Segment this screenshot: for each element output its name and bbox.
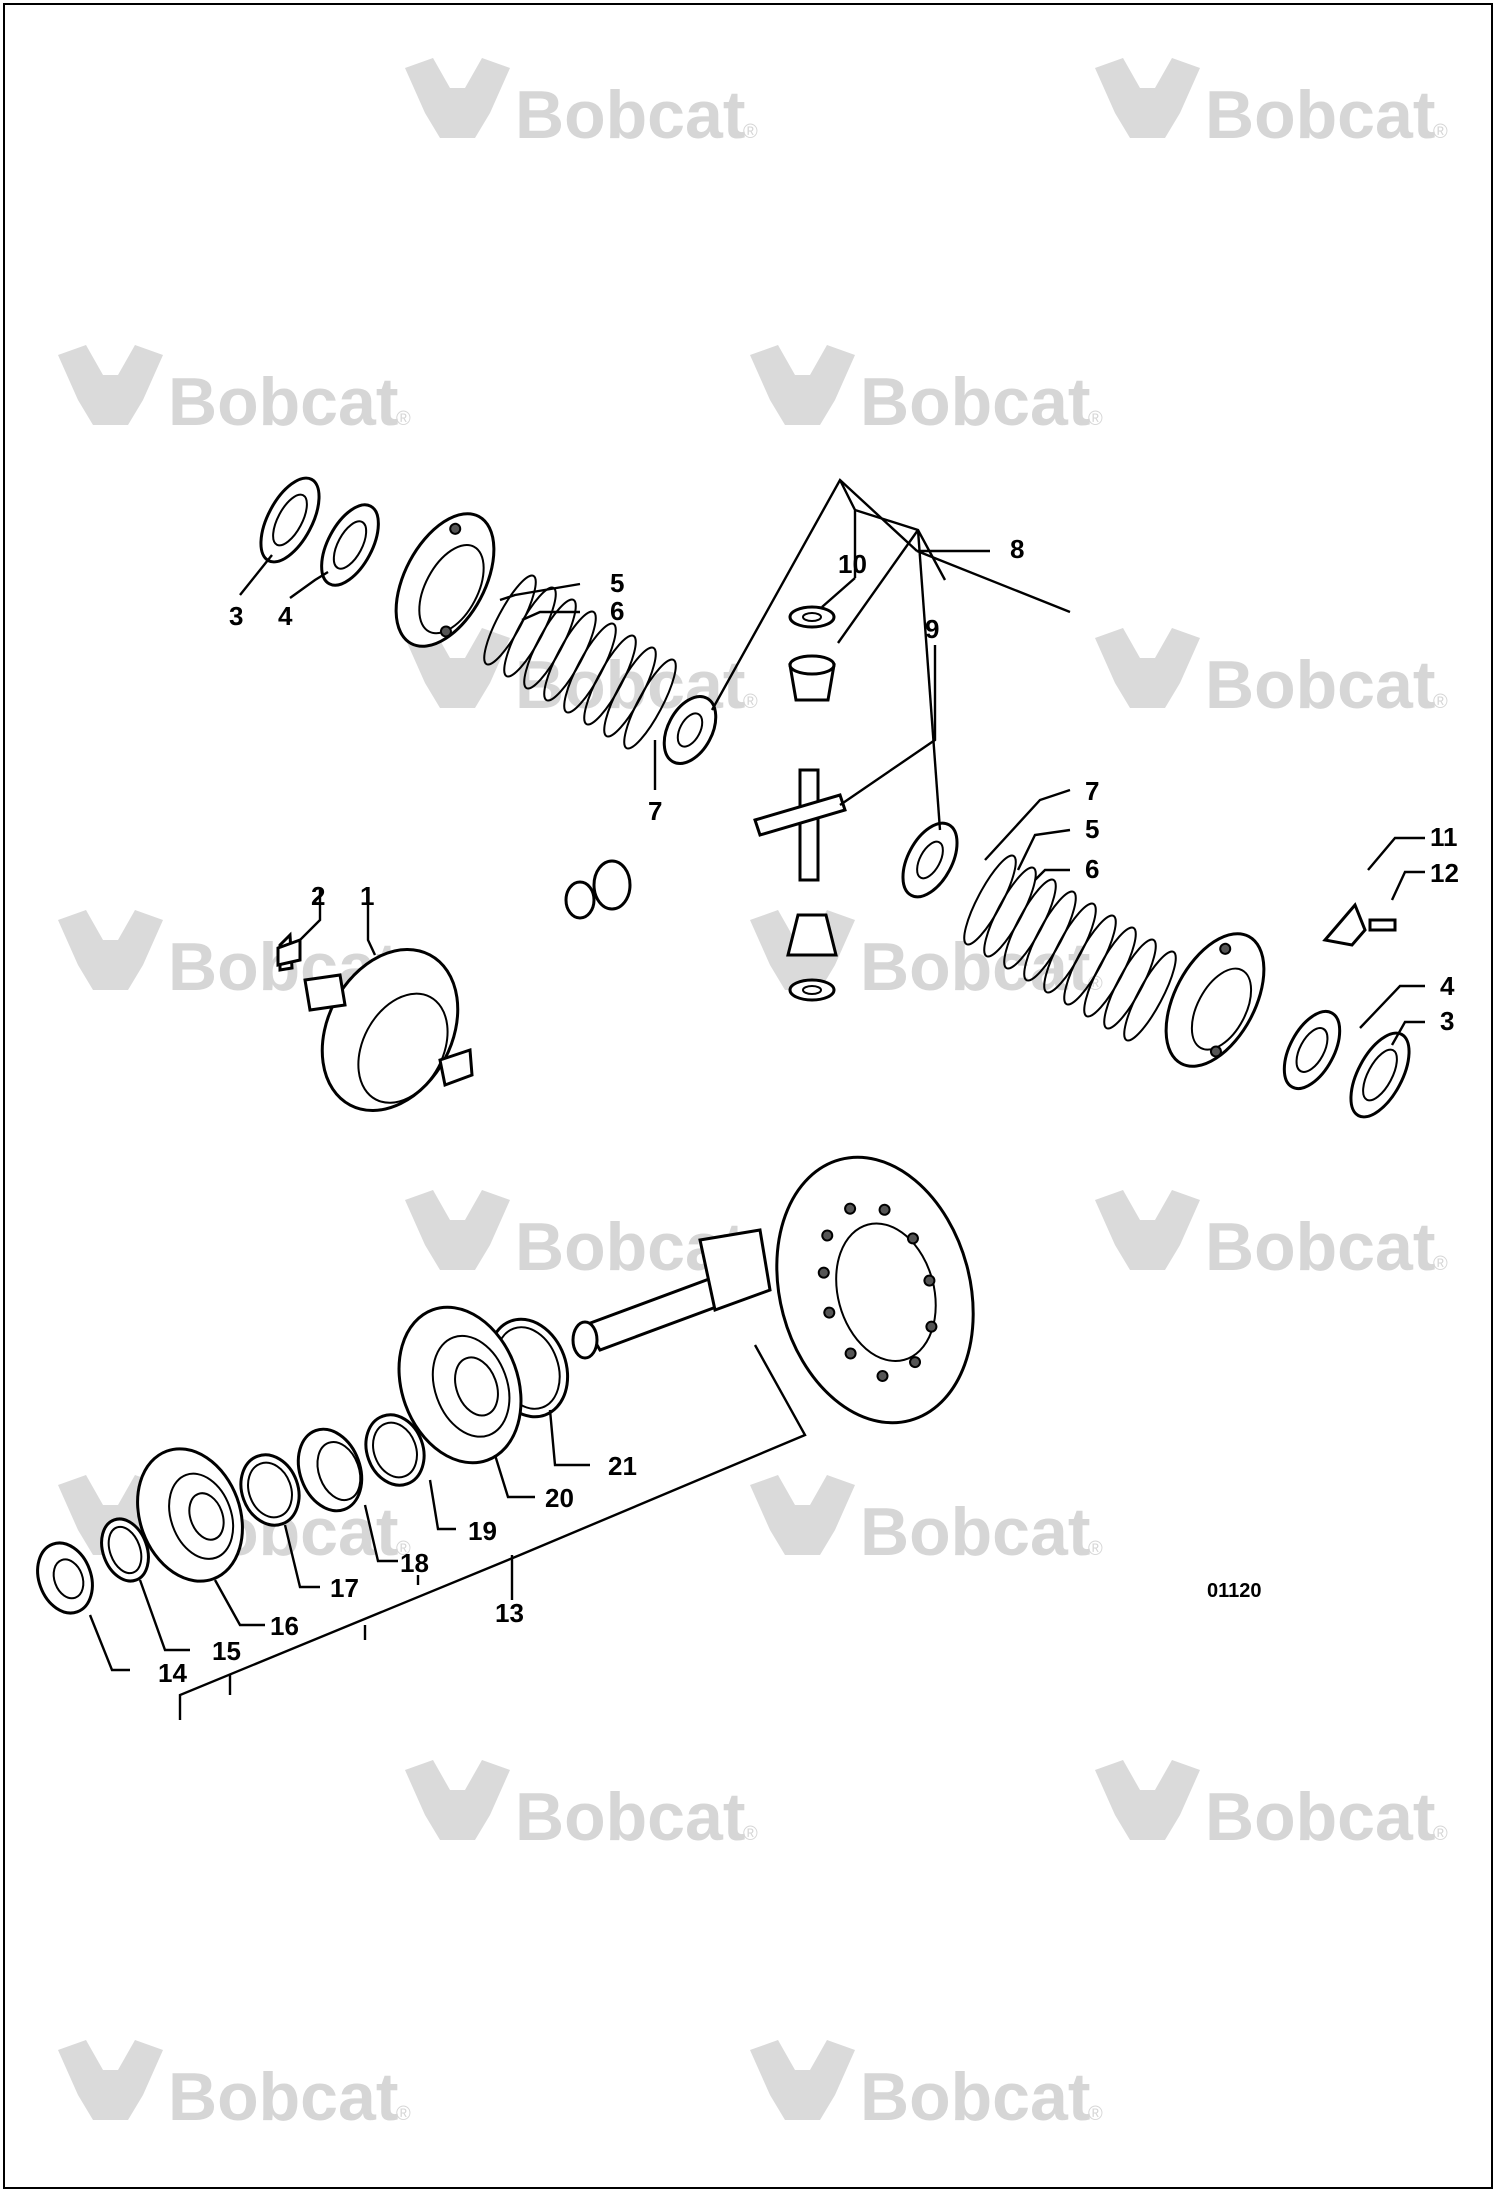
svg-text:®: ® — [1088, 2103, 1103, 2125]
callout-10: 10 — [838, 549, 867, 579]
callout-3: 3 — [1440, 1006, 1454, 1036]
callout-labels: 3 4 5 6 7 8 9 10 7 5 6 11 12 4 3 2 1 21 … — [158, 534, 1459, 1688]
watermark: Bobcat® — [1095, 1190, 1448, 1285]
callout-5: 5 — [610, 568, 624, 598]
callout-4: 4 — [1440, 971, 1455, 1001]
svg-text:®: ® — [396, 408, 411, 430]
callout-5: 5 — [1085, 814, 1099, 844]
svg-text:®: ® — [1088, 973, 1103, 995]
watermark: Bobcat® — [750, 345, 1103, 440]
leader-lines — [88, 478, 1425, 1720]
differential-housing — [276, 931, 474, 1112]
watermark-layer: Bobcat® Bobcat® Bobcat® Bobcat® Bobcat® … — [58, 58, 1448, 2135]
svg-text:Bobcat: Bobcat — [860, 364, 1090, 440]
callout-15: 15 — [212, 1636, 241, 1666]
callout-13: 13 — [495, 1598, 524, 1628]
svg-text:Bobcat: Bobcat — [1205, 1779, 1435, 1855]
svg-text:®: ® — [743, 691, 758, 713]
callout-7: 7 — [648, 796, 662, 826]
svg-text:Bobcat: Bobcat — [168, 2059, 398, 2135]
svg-text:Bobcat: Bobcat — [1205, 1209, 1435, 1285]
svg-text:®: ® — [1433, 121, 1448, 143]
svg-text:Bobcat: Bobcat — [515, 77, 745, 153]
callout-11: 11 — [1430, 822, 1458, 852]
callout-20: 20 — [545, 1483, 574, 1513]
differential-center-parts — [564, 605, 847, 1002]
svg-text:®: ® — [396, 2103, 411, 2125]
watermark: Bobcat® — [1095, 628, 1448, 723]
svg-text:®: ® — [1088, 1538, 1103, 1560]
svg-text:®: ® — [743, 121, 758, 143]
svg-text:Bobcat: Bobcat — [1205, 77, 1435, 153]
pinion-bearing-stack — [36, 1305, 570, 1615]
watermark: Bobcat® — [58, 345, 411, 440]
watermark: Bobcat® — [1095, 1760, 1448, 1855]
callout-17: 17 — [330, 1573, 359, 1603]
callout-18: 18 — [400, 1548, 429, 1578]
watermark: Bobcat® — [1095, 58, 1448, 153]
callout-21: 21 — [608, 1451, 637, 1481]
svg-text:®: ® — [743, 1823, 758, 1845]
svg-text:®: ® — [1433, 1823, 1448, 1845]
watermark: Bobcat® — [405, 58, 758, 153]
callout-9: 9 — [925, 614, 939, 644]
clutch-disc-stack-right — [963, 854, 1177, 1042]
watermark: Bobcat® — [405, 1760, 758, 1855]
callout-3: 3 — [229, 601, 243, 631]
svg-text:Bobcat: Bobcat — [860, 1494, 1090, 1570]
right-clutch-assembly — [901, 821, 1411, 1119]
svg-text:Bobcat: Bobcat — [515, 1779, 745, 1855]
callout-6: 6 — [1085, 854, 1099, 884]
callout-7: 7 — [1085, 776, 1099, 806]
callout-12: 12 — [1430, 858, 1459, 888]
svg-text:®: ® — [396, 1538, 411, 1560]
pinion-ring-gear — [571, 1155, 975, 1425]
callout-14: 14 — [158, 1658, 187, 1688]
svg-text:®: ® — [1433, 691, 1448, 713]
svg-text:®: ® — [1088, 408, 1103, 430]
callout-1: 1 — [360, 881, 374, 911]
svg-text:Bobcat: Bobcat — [860, 2059, 1090, 2135]
left-clutch-assembly — [259, 476, 718, 765]
callout-6: 6 — [610, 596, 624, 626]
svg-text:®: ® — [1433, 1253, 1448, 1275]
callout-19: 19 — [468, 1516, 497, 1546]
watermark: Bobcat® — [750, 2040, 1103, 2135]
callout-4: 4 — [278, 601, 293, 631]
callout-16: 16 — [270, 1611, 299, 1641]
diagram-frame — [3, 3, 1493, 2189]
drawing-reference-number: 01120 — [1207, 1580, 1262, 1602]
watermark: Bobcat® — [405, 1190, 758, 1285]
callout-2: 2 — [311, 881, 325, 911]
svg-text:Bobcat: Bobcat — [1205, 647, 1435, 723]
watermark: Bobcat® — [750, 1475, 1103, 1570]
callout-8: 8 — [1010, 534, 1024, 564]
watermark: Bobcat® — [58, 2040, 411, 2135]
svg-text:Bobcat: Bobcat — [168, 364, 398, 440]
